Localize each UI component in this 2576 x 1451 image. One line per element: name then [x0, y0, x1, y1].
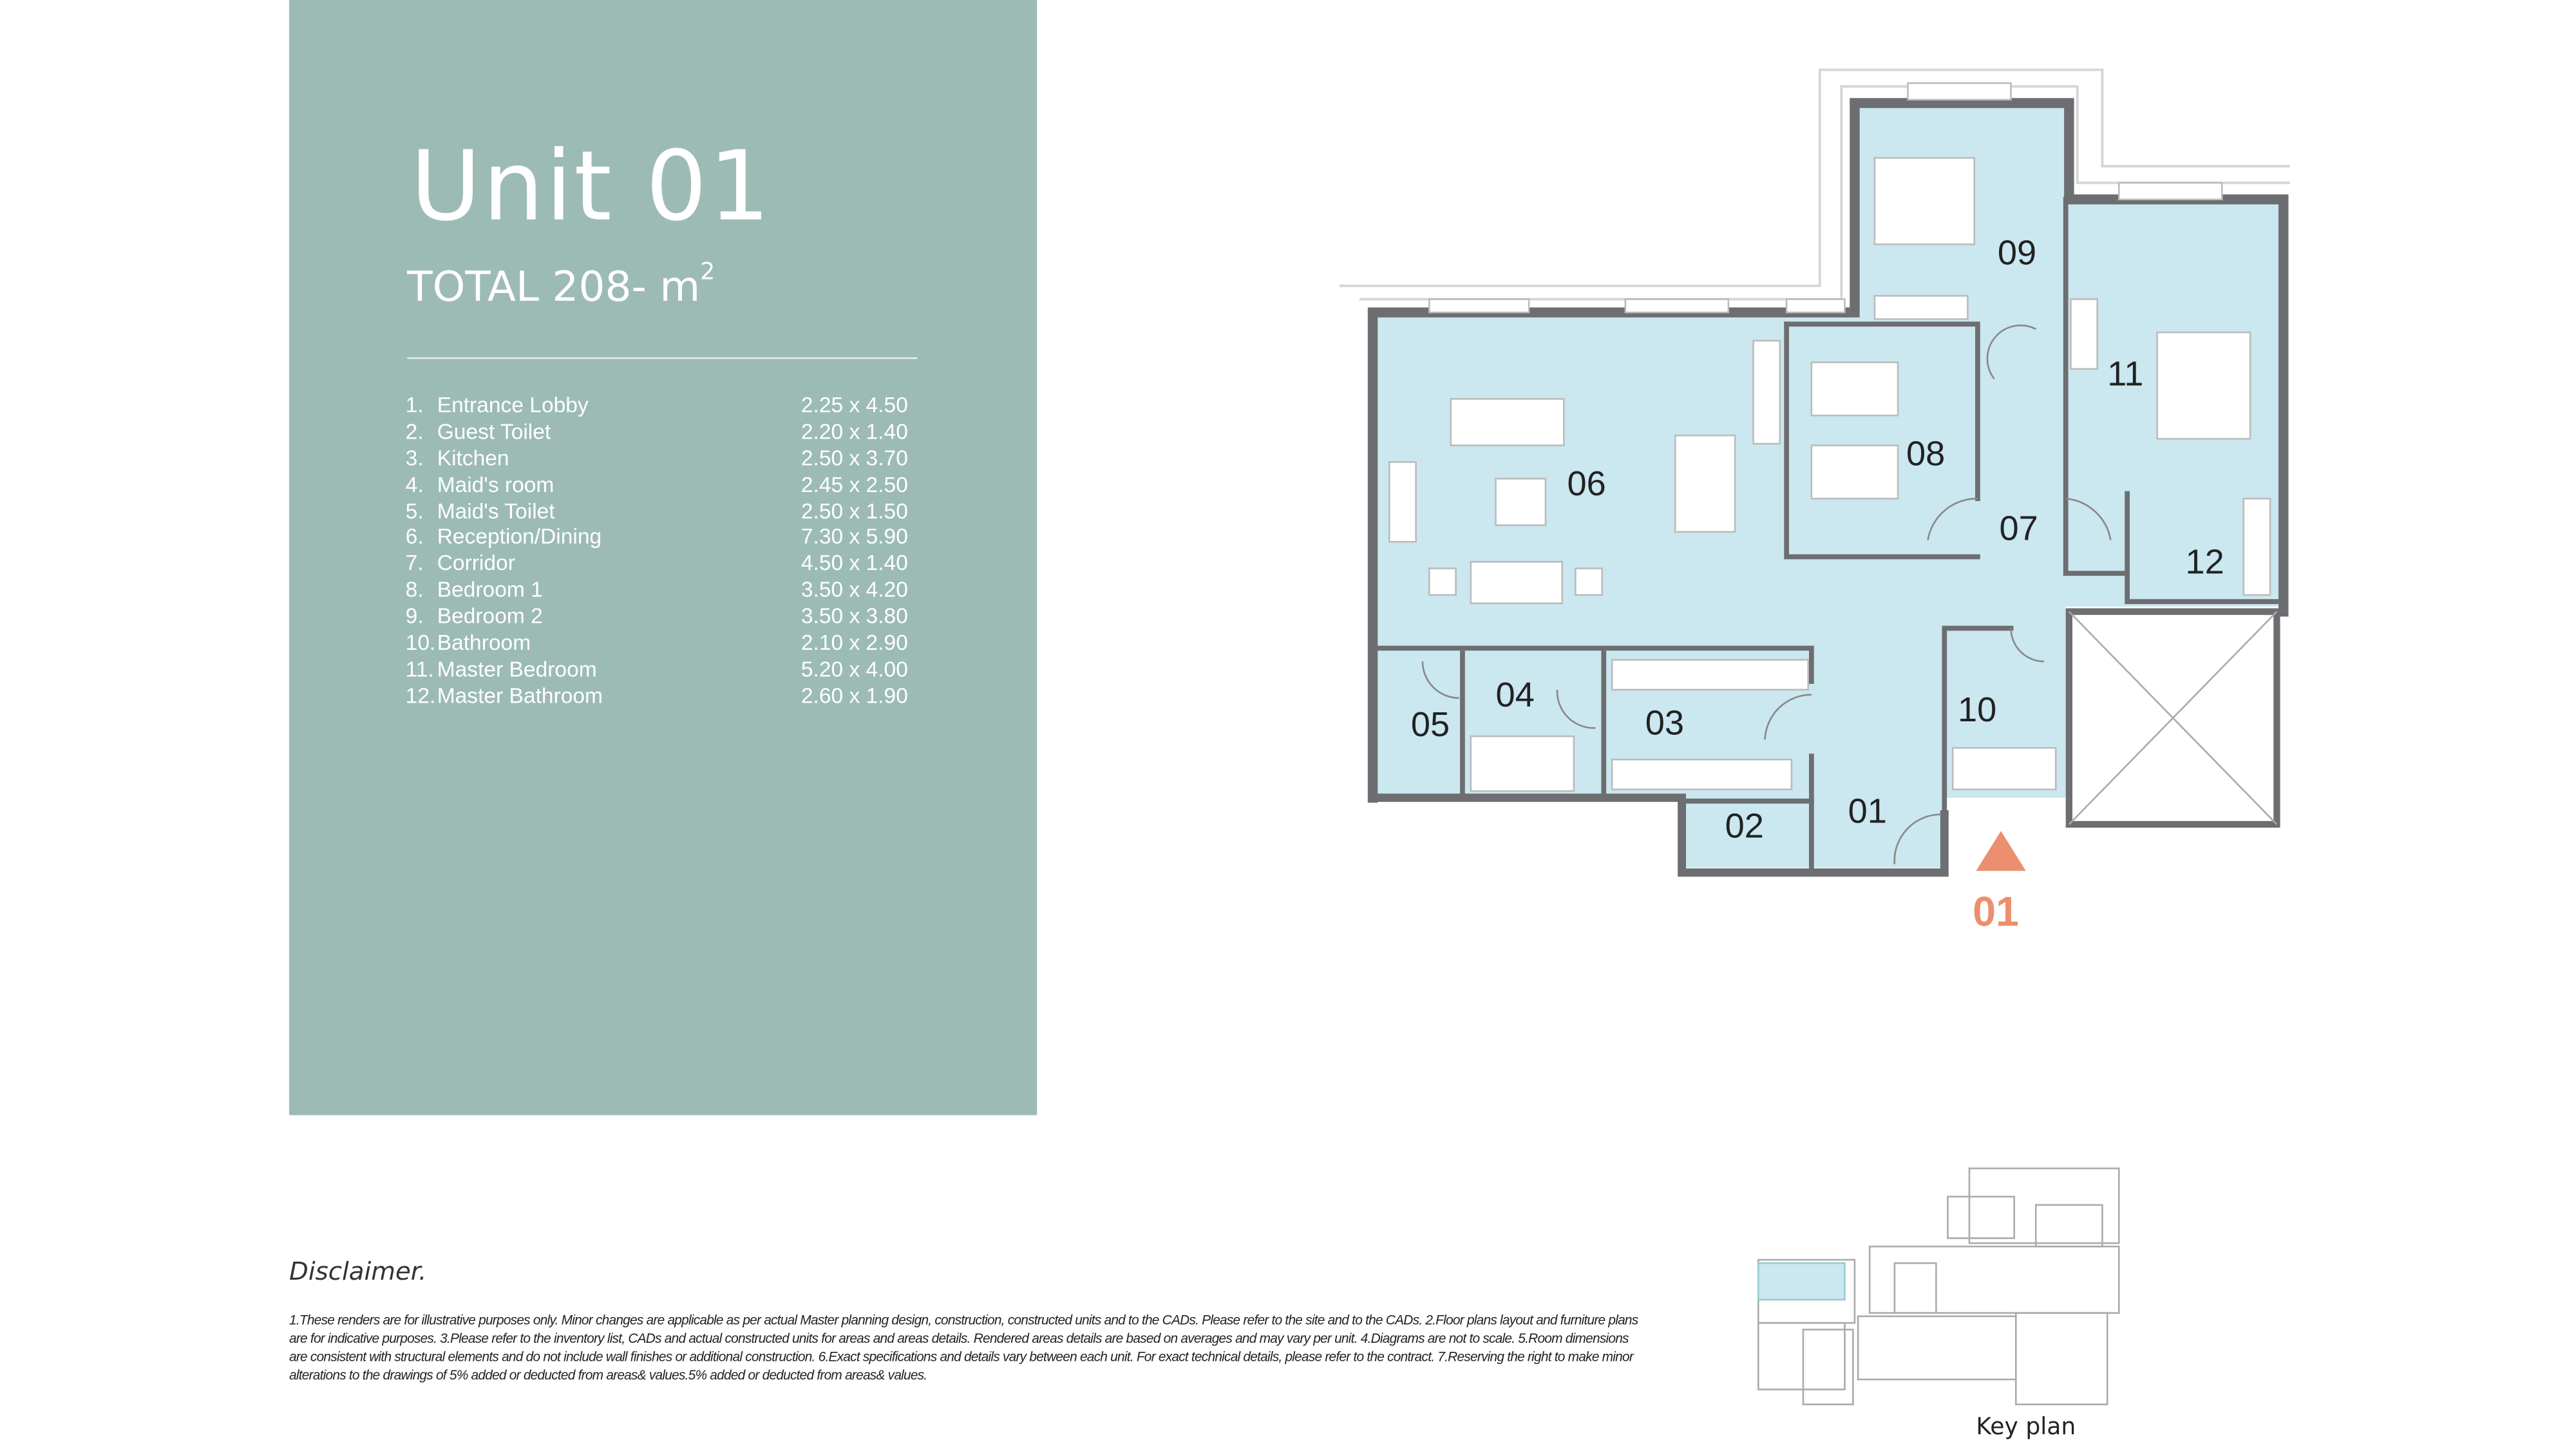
room-dims: 4.50 x 1.40: [800, 551, 908, 576]
room-dims: 2.10 x 2.90: [800, 630, 908, 655]
room-num: 9.: [405, 603, 424, 629]
plan-label-06: 06: [1567, 464, 1606, 503]
furniture: [1388, 156, 2271, 792]
doors: [1421, 324, 2112, 865]
unit-total-area: TOTAL 208- m2: [407, 259, 715, 311]
room-row: 3. Kitchen 2.50 x 3.70: [406, 445, 938, 471]
room-dims: 2.45 x 2.50: [800, 471, 908, 497]
room-name: Corridor: [437, 551, 515, 576]
room-dims: 3.50 x 4.20: [800, 577, 908, 602]
room-name: Bedroom 2: [437, 603, 543, 629]
plan-label-03: 03: [1645, 704, 1684, 743]
divider: [407, 357, 918, 359]
room-dims: 7.30 x 5.90: [800, 524, 908, 549]
plan-label-09: 09: [1998, 233, 2036, 272]
disclaimer-title: Disclaimer.: [289, 1256, 427, 1287]
room-row: 9. Bedroom 2 3.50 x 3.80: [406, 603, 938, 630]
room-name: Bathroom: [437, 630, 531, 655]
room-num: 1.: [405, 392, 424, 417]
room-dims: 2.25 x 4.50: [800, 392, 908, 417]
room-num: 2.: [405, 419, 424, 444]
key-plan-label: Key plan: [1976, 1414, 2076, 1441]
room-row: 7. Corridor 4.50 x 1.40: [406, 551, 938, 577]
room-row: 10.Bathroom 2.10 x 2.90: [406, 630, 938, 656]
plan-label-01: 01: [1848, 792, 1887, 830]
room-name: Bedroom 1: [437, 577, 543, 602]
room-name: Guest Toilet: [437, 419, 551, 444]
windows: [1428, 82, 2223, 314]
room-dims: 2.50 x 3.70: [800, 445, 908, 470]
disclaimer-body: 1.These renders are for illustrative pur…: [289, 1313, 1638, 1383]
room-num: 6.: [405, 524, 424, 549]
room-row: 6. Reception/Dining 7.30 x 5.90: [406, 524, 938, 551]
entrance-label: 01: [1973, 888, 2019, 934]
total-superscript: 2: [700, 259, 715, 286]
plan-label-08: 08: [1906, 435, 1945, 473]
room-row: 12.Master Bathroom 2.60 x 1.90: [406, 683, 938, 709]
room-num: 8.: [405, 577, 424, 602]
room-name: Entrance Lobby: [437, 392, 589, 417]
room-row: 5. Maid's Toilet 2.50 x 1.50: [406, 498, 938, 524]
room-dims: 5.20 x 4.00: [800, 656, 908, 681]
room-row: 8. Bedroom 1 3.50 x 4.20: [406, 577, 938, 603]
room-name: Reception/Dining: [437, 524, 602, 549]
room-name: Maid's Toilet: [437, 498, 555, 523]
room-dims: 3.50 x 3.80: [800, 603, 908, 629]
room-name: Kitchen: [437, 445, 509, 470]
room-row: 2. Guest Toilet 2.20 x 1.40: [406, 419, 938, 445]
plan-label-12: 12: [2185, 542, 2224, 581]
room-name: Maid's room: [437, 471, 554, 497]
key-plan: [1757, 1167, 2120, 1405]
room-row: 1. Entrance Lobby 2.25 x 4.50: [406, 392, 938, 419]
room-dims: 2.20 x 1.40: [800, 419, 908, 444]
plan-label-07: 07: [1999, 509, 2038, 548]
plan-label-11: 11: [2107, 355, 2143, 394]
room-labels: 01 02 03 04 05 06 07 08 09 10 11 12: [1411, 233, 2224, 845]
room-schedule: 1. Entrance Lobby 2.25 x 4.50 2. Guest Toile…: [406, 392, 938, 709]
plan-label-05: 05: [1411, 705, 1450, 744]
unit-title: Unit 01: [410, 129, 772, 243]
room-num: 4.: [405, 471, 424, 497]
plan-label-04: 04: [1496, 676, 1535, 714]
room-row: 11.Master Bedroom 5.20 x 4.00: [406, 656, 938, 683]
room-name: Master Bathroom: [437, 683, 603, 708]
total-text: TOTAL 208- m: [407, 262, 701, 311]
room-name: Master Bedroom: [437, 656, 597, 681]
room-num: 12.: [405, 683, 436, 708]
room-num: 11.: [405, 656, 434, 681]
room-num: 5.: [405, 498, 424, 523]
room-row: 4. Maid's room 2.45 x 2.50: [406, 471, 938, 498]
room-dims: 2.50 x 1.50: [800, 498, 908, 523]
plan-label-02: 02: [1725, 807, 1764, 846]
shaft: [2065, 608, 2280, 828]
room-num: 10.: [405, 630, 436, 655]
room-dims: 2.60 x 1.90: [800, 683, 908, 708]
entrance-arrow-icon: [1976, 831, 2026, 871]
room-num: 7.: [405, 551, 424, 576]
plan-label-10: 10: [1958, 690, 1996, 729]
room-num: 3.: [405, 445, 424, 470]
